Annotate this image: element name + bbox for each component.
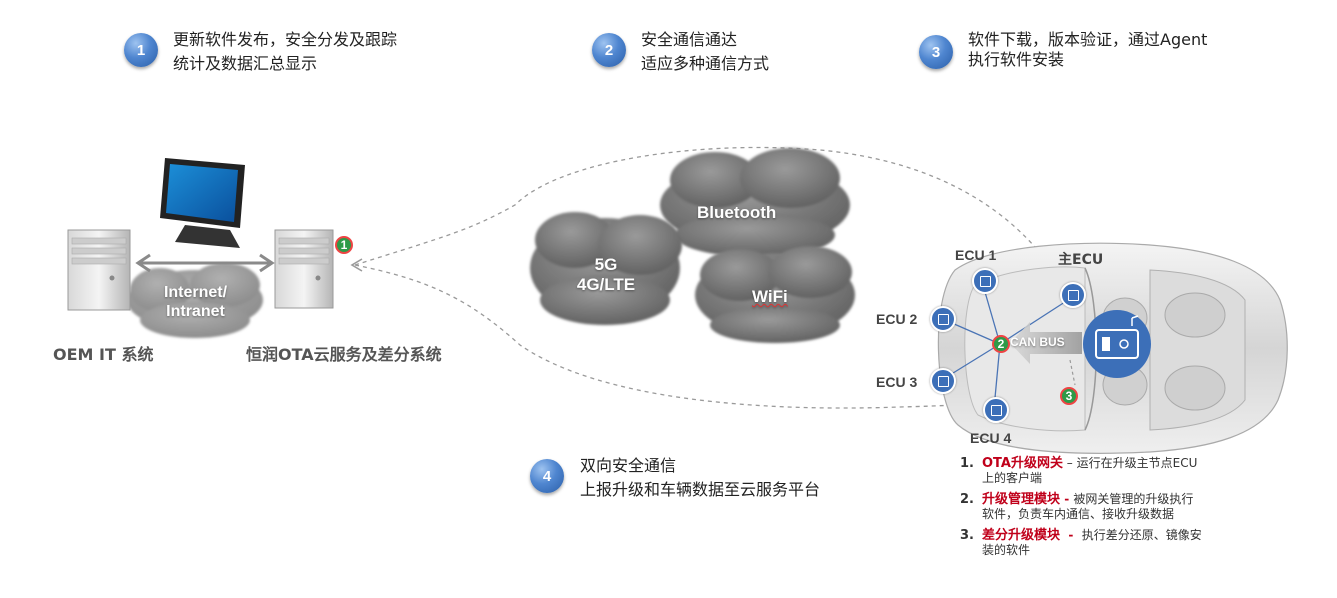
ecu-2-chip-icon: [930, 306, 956, 332]
main-ecu-chip-icon: [1060, 282, 1086, 308]
can-bus-label: CAN BUS: [1010, 335, 1065, 349]
can-bus-arrow-shape: [1010, 322, 1082, 364]
step-4-badge: 4: [530, 459, 564, 493]
bluetooth-cloud-shape: [660, 148, 850, 257]
arrowheads: [350, 258, 363, 272]
module-legend: 1. OTA升级网关 – 运行在升级主节点ECU 上的客户端 2. 升级管理模块…: [960, 456, 1260, 564]
bluetooth-cloud-label: Bluetooth: [697, 203, 777, 222]
gateway-badge-1: 1: [335, 236, 353, 254]
step-3-text: 软件下载，版本验证，通过Agent 执行软件安装: [968, 30, 1208, 69]
ecu-1-label: ECU 1: [955, 247, 997, 263]
internet-cloud-shape: [127, 263, 263, 338]
ecu-1-chip-icon: [972, 268, 998, 294]
step-4-text: 双向安全通信 上报升级和车辆数据至云服务平台: [580, 456, 821, 499]
oem-label: OEM IT 系统: [53, 345, 154, 364]
ecu-2-label: ECU 2: [876, 311, 918, 327]
wifi-cloud-label: WiFi: [752, 287, 788, 306]
wifi-cloud-shape: [695, 246, 855, 343]
server-label: 恒润OTA云服务及差分系统: [246, 345, 442, 364]
monitor-shape: [160, 158, 245, 248]
ecu-4-chip-icon: [983, 397, 1009, 423]
legend-item: 3. 差分升级模块 - 执行差分还原、镜像安 装的软件: [960, 528, 1202, 557]
main-ecu-label: 主ECU: [1058, 252, 1104, 268]
double-arrow: [135, 253, 275, 273]
gateway-badge-3: 3: [1060, 387, 1078, 405]
internet-cloud-label: Internet/ Intranet: [163, 284, 228, 320]
cellular-cloud-shape: [530, 212, 682, 325]
legend-item: 1. OTA升级网关 – 运行在升级主节点ECU 上的客户端: [960, 456, 1198, 485]
ecu-4-label: ECU 4: [970, 430, 1012, 446]
step-2-text: 安全通信通达 适应多种通信方式: [641, 30, 770, 73]
legend-item: 2. 升级管理模块 - 被网关管理的升级执行 软件，负责车内通信、接收升级数据: [960, 492, 1194, 521]
oem-tower-shape: [67, 229, 131, 311]
step-1-badge: 1: [124, 33, 158, 67]
gateway-badge-2: 2: [992, 335, 1010, 353]
ecu-3-label: ECU 3: [876, 374, 918, 390]
step-2-badge: 2: [592, 33, 626, 67]
ecu-3-chip-icon: [930, 368, 956, 394]
cellular-cloud-label: 5G 4G/LTE: [576, 255, 636, 294]
step-1-text: 更新软件发布，安全分发及跟踪 统计及数据汇总显示: [173, 30, 398, 73]
server-tower-shape: [274, 229, 334, 309]
step-3-badge: 3: [919, 35, 953, 69]
dashed-link-paths: [354, 146, 1076, 409]
main-ecu-shape: [1083, 310, 1151, 378]
